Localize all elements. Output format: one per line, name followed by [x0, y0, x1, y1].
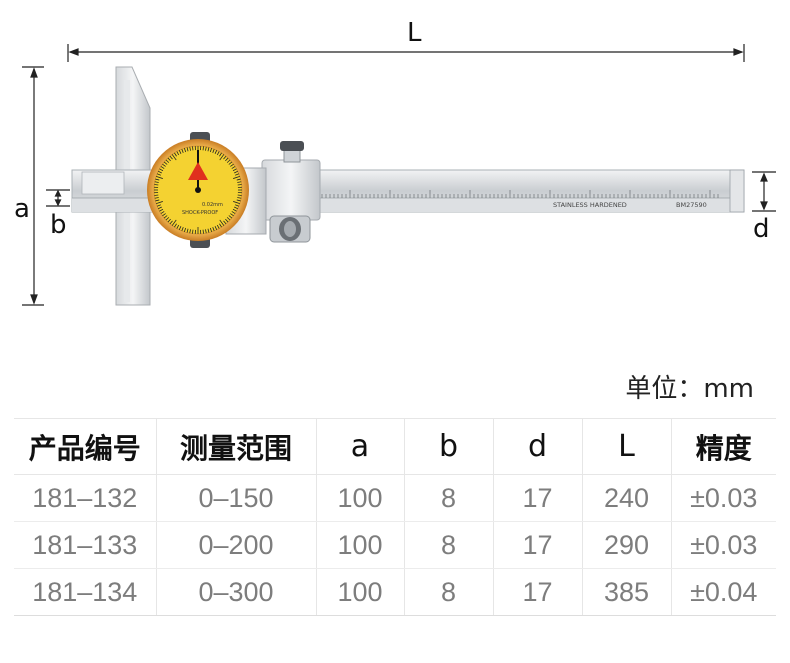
cell-b: 8	[404, 474, 494, 522]
dimension-line-d	[752, 171, 776, 212]
dial-resolution-text: 0.02mm	[202, 202, 223, 208]
product-diagram: STAINLESS HARDENED BM27590 0.02mm	[14, 18, 776, 306]
cell-d: 17	[493, 521, 583, 569]
table-row: 181–134 0–300 100 8 17 385 ±0.04	[14, 568, 776, 616]
header-L: L	[582, 418, 672, 475]
cell-b: 8	[404, 521, 494, 569]
cell-range: 0–150	[156, 474, 317, 522]
depth-gauge-illustration: STAINLESS HARDENED BM27590 0.02mm	[22, 44, 776, 306]
dimension-line-a	[22, 66, 44, 306]
dimension-label-a: a	[14, 194, 30, 224]
header-d: d	[493, 418, 583, 475]
beam-code-text: BM27590	[676, 201, 707, 209]
dial-indicator: 0.02mm SHOCK-PROOF	[147, 132, 249, 248]
table-row: 181–132 0–150 100 8 17 240 ±0.03	[14, 474, 776, 522]
cell-model: 181–133	[14, 521, 157, 569]
cell-accuracy: ±0.03	[671, 474, 776, 522]
cell-L: 290	[582, 521, 672, 569]
dimension-label-L: L	[407, 18, 422, 48]
header-b: b	[404, 418, 494, 475]
cell-model: 181–132	[14, 474, 157, 522]
cell-d: 17	[493, 568, 583, 616]
cell-d: 17	[493, 474, 583, 522]
unit-label: 单位：mm	[625, 374, 754, 404]
cell-accuracy: ±0.03	[671, 521, 776, 569]
table-row: 181–133 0–200 100 8 17 290 ±0.03	[14, 521, 776, 569]
cell-b: 8	[404, 568, 494, 616]
dimension-line-L	[67, 44, 745, 62]
header-range: 测量范围	[156, 418, 317, 475]
header-accuracy: 精度	[671, 418, 776, 475]
cell-a: 100	[316, 521, 405, 569]
dial-shock-text: SHOCK-PROOF	[182, 210, 218, 216]
beam-steel-text: STAINLESS HARDENED	[553, 201, 627, 209]
cell-model: 181–134	[14, 568, 157, 616]
cell-L: 385	[582, 568, 672, 616]
dimension-line-b	[46, 189, 70, 207]
cell-a: 100	[316, 568, 405, 616]
spec-table: 产品编号 测量范围 a b d L 精度 181–132 0–150 100 8…	[14, 418, 776, 616]
cell-a: 100	[316, 474, 405, 522]
dimension-label-d: d	[753, 214, 770, 244]
cell-L: 240	[582, 474, 672, 522]
logo-triangle-icon	[188, 162, 208, 180]
header-a: a	[316, 418, 405, 475]
cell-range: 0–300	[156, 568, 317, 616]
cell-range: 0–200	[156, 521, 317, 569]
table-header-row: 产品编号 测量范围 a b d L 精度	[14, 418, 776, 475]
header-model: 产品编号	[14, 418, 157, 475]
cell-accuracy: ±0.04	[671, 568, 776, 616]
dimension-label-b: b	[50, 210, 67, 240]
